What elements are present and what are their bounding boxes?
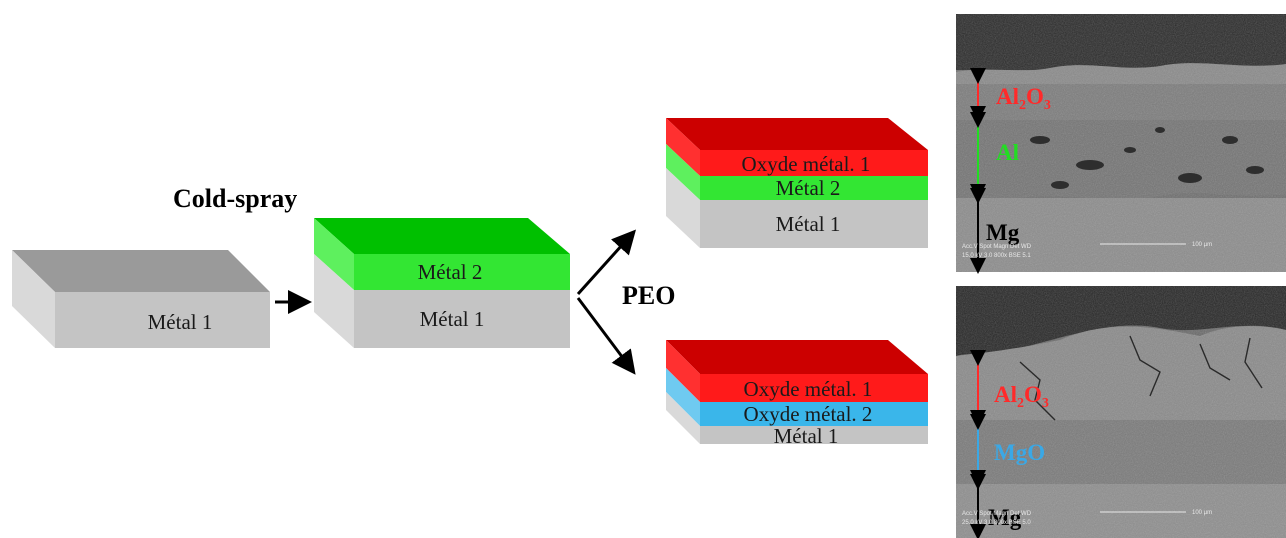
peo-bottom-oxide2-layer xyxy=(700,402,928,426)
peo-top-block: Oxyde métal. 1 Métal 2 Métal 1 xyxy=(666,118,928,248)
peo-bottom-top-face xyxy=(666,340,928,374)
peo-top-oxide-layer xyxy=(700,150,928,176)
sem-bottom-mgo-label: MgO xyxy=(994,440,1045,465)
peo-top-left-oxide xyxy=(666,118,700,176)
substrate-front-face xyxy=(55,292,270,348)
sem-bottom-scalebar-label: 100 µm xyxy=(1192,510,1212,516)
substrate-left-face xyxy=(12,250,55,348)
peo-bottom-left-oxide1 xyxy=(666,340,700,402)
substrate-layer-label: Métal 1 xyxy=(148,310,213,334)
coated-metal2-layer xyxy=(354,254,570,290)
peo-top-left-metal2 xyxy=(666,144,700,200)
sem-bottom-cracks xyxy=(1019,335,1263,421)
coated-metal2-label: Métal 2 xyxy=(418,260,483,284)
sem-bottom-databar-row2: 25.0 kV 3.0 800x BSE 5.0 xyxy=(962,520,1031,526)
substrate-block: Métal 1 xyxy=(12,250,270,348)
sem-bottom-texture xyxy=(956,286,1286,538)
peo-bottom-block: Oxyde métal. 1 Oxyde métal. 2 Métal 1 xyxy=(666,340,928,448)
peo-bottom-metal1-label: Métal 1 xyxy=(774,424,839,448)
peo-top-oxide-label: Oxyde métal. 1 xyxy=(742,152,871,176)
peo-top-top-face xyxy=(666,118,928,150)
peo-top-left-metal1 xyxy=(666,168,700,248)
sem-bottom-oxide-label: Al2O3 xyxy=(994,382,1049,411)
peo-top-metal1-layer xyxy=(700,200,928,248)
coated-metal1-label: Métal 1 xyxy=(420,307,485,331)
sem-micrograph-bottom: Al2O3 MgO Mg Acc.V Spot Magn Det WD 25.0… xyxy=(956,286,1286,538)
sem-bottom-mg-label: Mg xyxy=(988,505,1022,530)
peo-bottom-oxide2-label: Oxyde métal. 2 xyxy=(744,402,873,426)
substrate-top-face xyxy=(12,250,270,292)
peo-top-metal1-label: Métal 1 xyxy=(776,212,841,236)
peo-arrow-up xyxy=(576,229,637,296)
coated-left-face-metal2 xyxy=(314,218,354,290)
sem-top-oxide-label: Al2O3 xyxy=(996,84,1051,113)
peo-bottom-left-oxide2 xyxy=(666,368,700,426)
coated-metal1-layer xyxy=(354,290,570,348)
sem-top-mg-label: Mg xyxy=(986,220,1020,245)
coated-top-face xyxy=(314,218,570,254)
coldspray-label: Cold-spray xyxy=(173,184,297,213)
peo-label: PEO xyxy=(622,281,675,310)
sem-top-pores xyxy=(1030,127,1264,189)
peo-bottom-oxide1-layer xyxy=(700,374,928,402)
peo-arrow-down xyxy=(576,297,636,375)
sem-micrograph-top: Al2O3 Al Mg Acc.V Spot Magn Det WD 15.0 … xyxy=(956,14,1286,274)
sem-top-databar-row2: 15.0 kV 3.0 800x BSE 5.1 xyxy=(962,253,1031,259)
sem-top-scalebar-label: 100 µm xyxy=(1192,242,1212,248)
peo-bottom-left-metal1 xyxy=(666,392,700,444)
coated-left-face-metal1 xyxy=(314,254,354,348)
sem-top-databar-row1: Acc.V Spot Magn Det WD xyxy=(962,244,1032,250)
peo-top-metal2-label: Métal 2 xyxy=(776,176,841,200)
sem-bottom-databar-row1: Acc.V Spot Magn Det WD xyxy=(962,511,1032,517)
peo-top-metal2-layer xyxy=(700,176,928,200)
sem-top-al-label: Al xyxy=(996,140,1019,165)
peo-bottom-metal1-layer xyxy=(700,426,928,444)
coated-block: Métal 2 Métal 1 xyxy=(314,218,570,348)
peo-bottom-oxide1-label: Oxyde métal. 1 xyxy=(744,377,873,401)
